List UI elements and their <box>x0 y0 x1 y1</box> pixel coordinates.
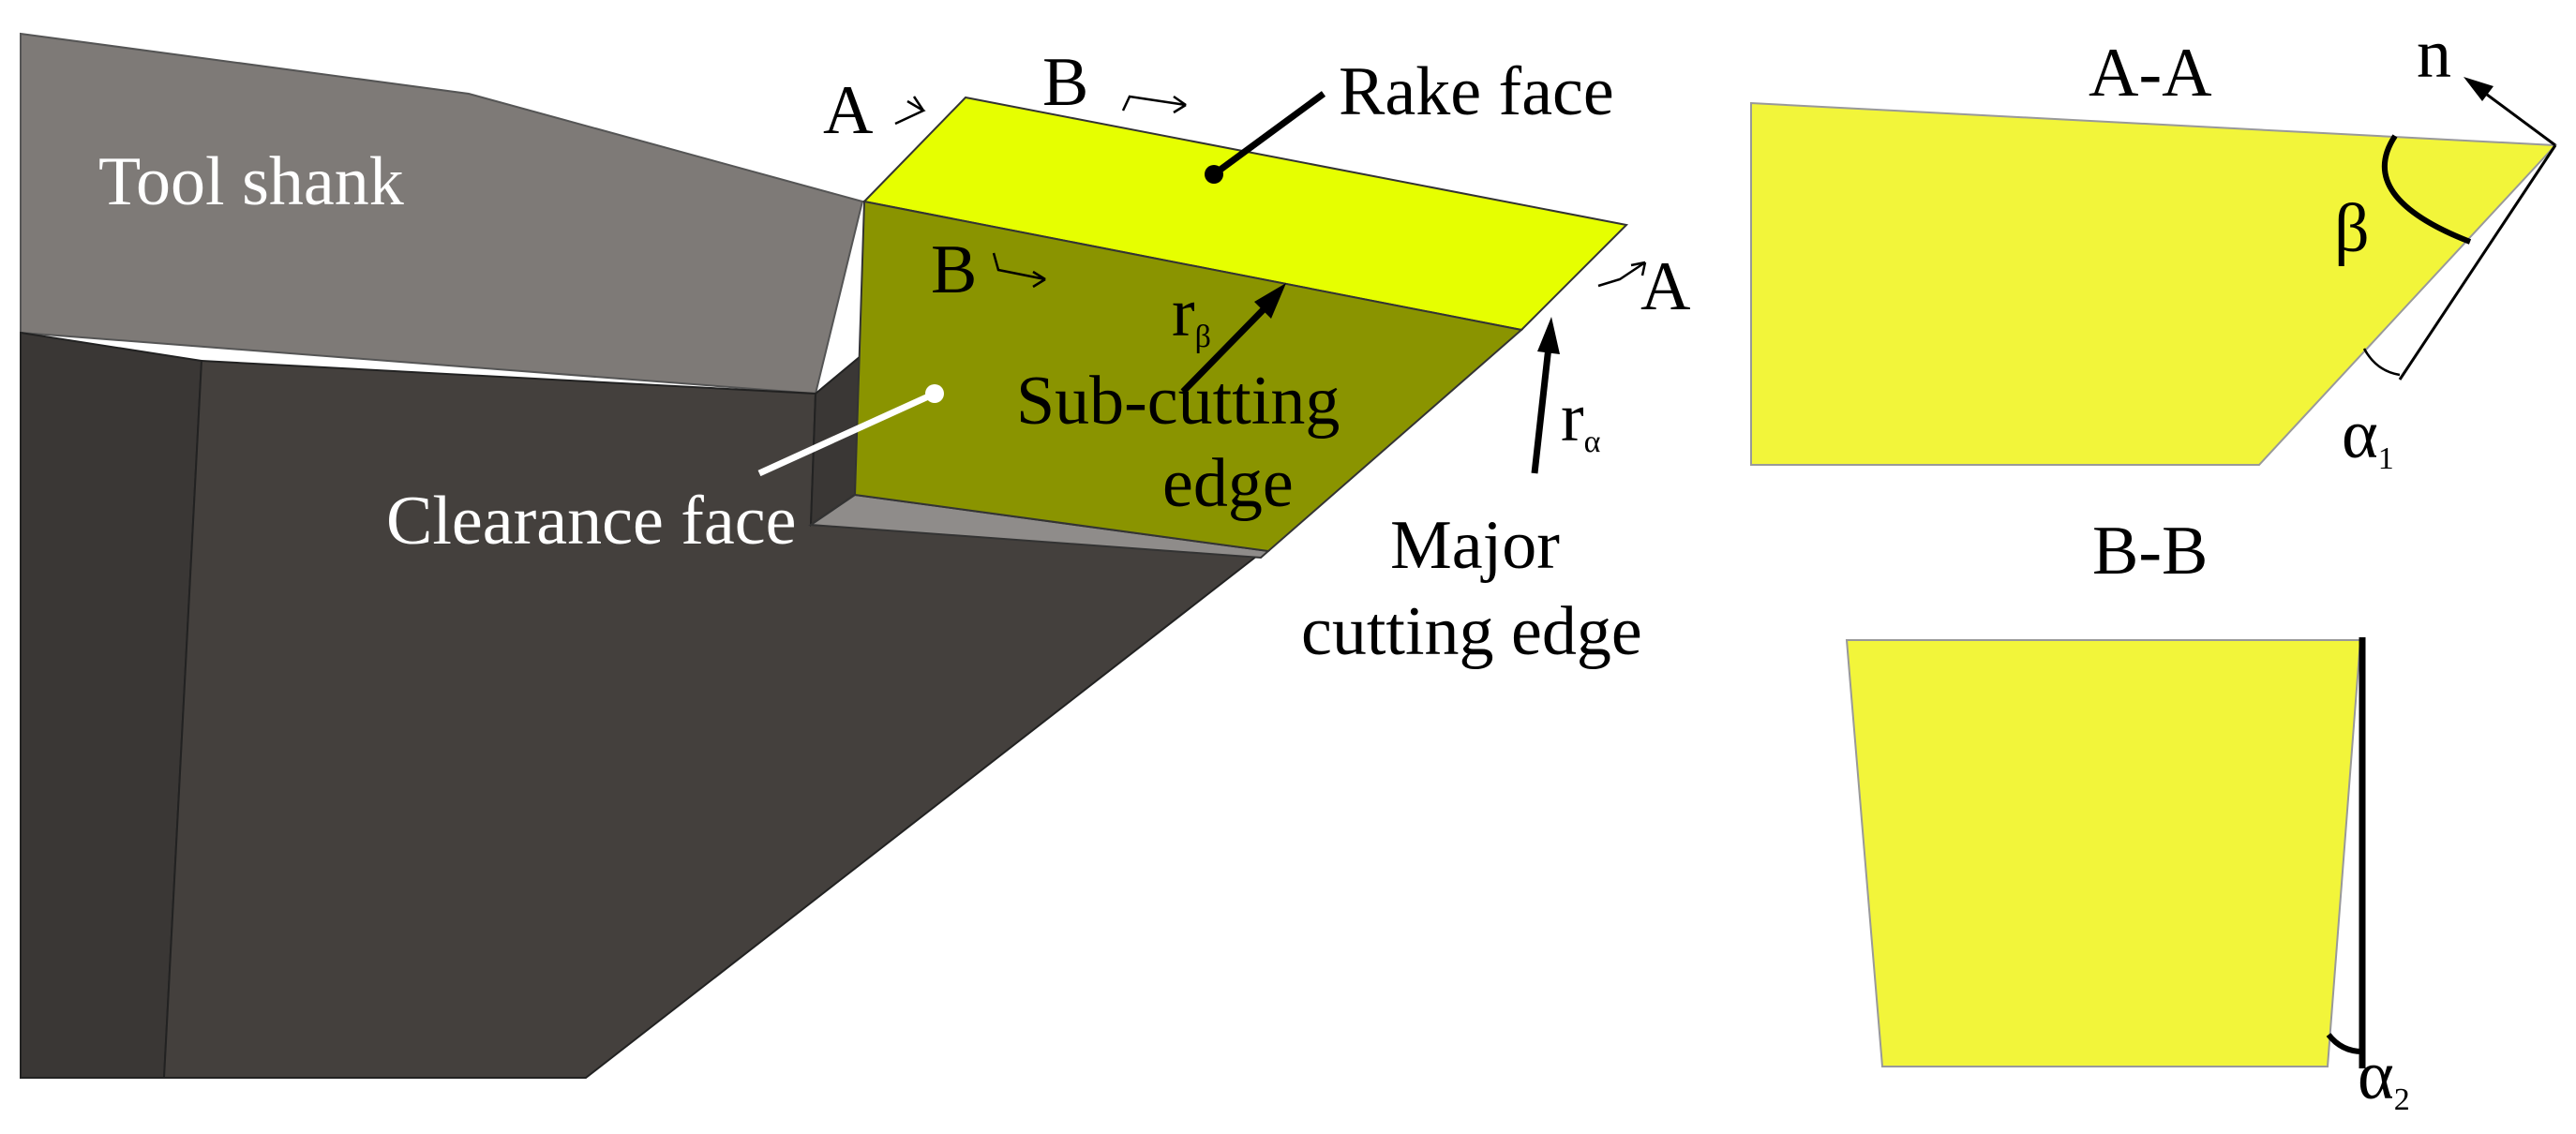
r-alpha-arrow-shaft <box>1531 346 1552 474</box>
major-cutting-edge-label-line1: Major <box>1390 507 1560 584</box>
alpha1-reference-line <box>2398 144 2557 380</box>
beta-label: β <box>2334 190 2370 267</box>
section-aa-title: A-A <box>2089 35 2212 112</box>
r-beta-label: rβ <box>1172 275 1211 354</box>
section-bb-shape <box>1845 639 2362 1067</box>
section-b-marker-face: B <box>931 231 977 308</box>
section-b-arrow-face <box>992 252 1046 289</box>
r-alpha-arrowhead <box>1537 317 1560 354</box>
r-alpha-label: rα <box>1561 380 1601 459</box>
r-beta-arrow-shaft <box>1180 305 1268 395</box>
normal-n-label: n <box>2417 16 2451 93</box>
beta-angle-arc <box>2381 134 2472 245</box>
rake-face-leader <box>1211 91 1326 177</box>
sub-cutting-edge-label-line2: edge <box>1162 445 1294 522</box>
rake-face-label: Rake face <box>1339 53 1614 130</box>
clearance-face-leader <box>757 390 936 477</box>
section-a-marker-left: A <box>823 72 873 149</box>
section-a-arrow-right <box>1597 261 1647 288</box>
section-b-arrow-top <box>1121 95 1187 114</box>
normal-vector-arrowhead <box>2464 77 2494 101</box>
section-a-marker-right: A <box>1640 248 1690 325</box>
alpha1-angle-arc <box>2362 348 2401 377</box>
normal-vector-line <box>2479 87 2556 147</box>
rake-face-leader-dot <box>1205 165 1223 184</box>
alpha1-label: α1 <box>2342 396 2394 476</box>
clearance-face <box>853 200 1524 553</box>
r-beta-arrowhead <box>1254 283 1286 319</box>
clearance-face-leader-dot <box>925 384 944 403</box>
tool-shank-label: Tool shank <box>98 143 404 220</box>
alpha2-angle-arc <box>2326 1033 2363 1054</box>
major-cutting-edge-label-line2: cutting edge <box>1301 593 1642 670</box>
section-b-marker-top: B <box>1042 44 1088 121</box>
shank-top-face <box>20 32 864 395</box>
section-a-arrow-left <box>894 96 926 126</box>
section-bb-title: B-B <box>2092 513 2208 589</box>
section-aa-shape <box>1750 101 2558 466</box>
clearance-face-label: Clearance face <box>386 483 796 560</box>
alpha2-label: α2 <box>2358 1037 2410 1117</box>
sub-cutting-edge-label-line1: Sub-cutting <box>1016 363 1340 440</box>
